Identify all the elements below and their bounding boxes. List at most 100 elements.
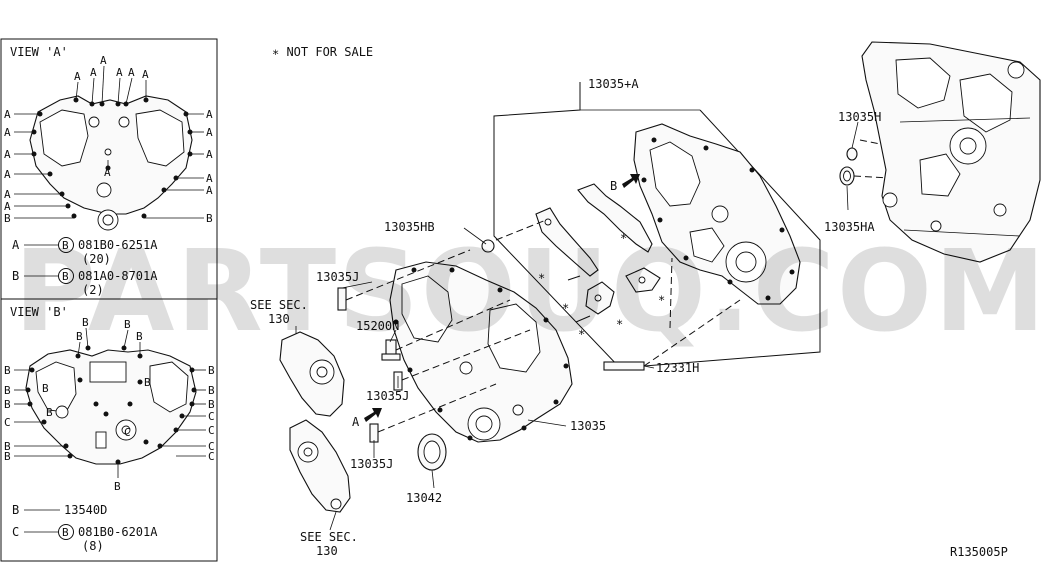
timing-chain-parts-drawing [279, 331, 351, 513]
arrow-a-label: A [352, 415, 360, 429]
view-inset-panel [0, 38, 218, 562]
callout-13035j: 13035J [316, 270, 359, 284]
bolt-circle-symbol: B [62, 270, 69, 283]
callout-labels: 13035H 13035HA 13035HB 13035J SEE SEC. 1… [250, 110, 881, 558]
callout-13035-a: 13035+A [588, 77, 639, 91]
view-a-leaders [14, 65, 204, 219]
view-a-cover-drawing [29, 95, 193, 231]
label-a: A [206, 108, 213, 121]
legend-part-number: 081A0-8701A [78, 269, 158, 283]
label-a: A [4, 108, 11, 121]
see-section-number: 130 [268, 312, 290, 326]
label-b: B [4, 450, 11, 463]
see-section-number: 130 [316, 544, 338, 558]
callout-13035j: 13035J [350, 457, 393, 471]
label-c: C [208, 450, 215, 463]
label-a: A [90, 66, 97, 79]
label-b: B [4, 212, 11, 225]
engine-seals-drawing [839, 147, 858, 186]
bolt-circle-symbol: B [62, 239, 69, 252]
label-a: A [206, 148, 213, 161]
view-b-title: VIEW 'B' [10, 305, 68, 319]
view-a-legend: A B 081B0-6251A (20) B B 081A0-8701A (2) [12, 237, 158, 297]
label-c: C [208, 410, 215, 423]
label-b: B [4, 384, 11, 397]
view-b-leaders [14, 327, 206, 478]
label-b: B [4, 364, 11, 377]
view-b-cover-drawing [25, 345, 197, 465]
view-b-labels: B B B C B B B B B C C C C B B B B B B B … [4, 316, 215, 493]
view-b-legend: B 13540D C B 081B0-6201A (8) [12, 503, 158, 553]
legend-part-number: 081B0-6201A [78, 525, 158, 539]
see-section-label: SEE SEC. [300, 530, 358, 544]
front-cover-drawing [389, 261, 573, 443]
label-b: B [124, 318, 131, 331]
label-b: B [144, 376, 151, 389]
view-b-arrow: B [610, 174, 640, 193]
label-a: A [4, 148, 11, 161]
label-b: B [76, 330, 83, 343]
stud-12331h [603, 361, 645, 371]
diagram-reference-code: R135005P [950, 545, 1008, 559]
dowel-pin-13035j-bottom [369, 423, 379, 443]
view-a-section: VIEW 'A' [4, 45, 213, 297]
legend-key: B [12, 503, 19, 517]
label-c: C [208, 440, 215, 453]
label-b: B [82, 316, 89, 329]
callout-13035: 13035 [570, 419, 606, 433]
label-a: A [4, 188, 11, 201]
label-c: C [4, 416, 11, 429]
arrow-b-label: B [610, 179, 617, 193]
not-for-sale-note: ∗ NOT FOR SALE [272, 45, 373, 59]
legend-quantity: (2) [82, 283, 104, 297]
star-marker: ∗ [562, 299, 569, 313]
view-a-title: VIEW 'A' [10, 45, 68, 59]
label-a: A [104, 166, 111, 179]
label-b: B [46, 406, 53, 419]
view-a-labels: A A A A A A A A A A A A A A A A A A B B [4, 54, 213, 225]
label-a: A [142, 68, 149, 81]
legend-quantity: (8) [82, 539, 104, 553]
callout-15200n: 15200N [356, 319, 399, 333]
label-b: B [4, 440, 11, 453]
label-b: B [206, 212, 213, 225]
label-a: A [128, 66, 135, 79]
star-marker: ∗ [616, 315, 623, 329]
upper-timing-cover-drawing [633, 123, 801, 305]
sub-assembly-frame [493, 82, 821, 369]
callout-13035h: 13035H [838, 110, 881, 124]
seal-13035h [846, 147, 858, 161]
callout-13042: 13042 [406, 491, 442, 505]
legend-quantity: (20) [82, 252, 111, 266]
legend-key: C [12, 525, 19, 539]
label-a: A [206, 172, 213, 185]
callout-13035j: 13035J [366, 389, 409, 403]
bolt-circle-symbol: B [62, 526, 69, 539]
legend-part-number: 13540D [64, 503, 107, 517]
label-b: B [114, 480, 121, 493]
star-marker: ∗ [620, 229, 627, 243]
label-a: A [100, 54, 107, 67]
gasket-parts-drawing [535, 183, 661, 323]
label-a: A [116, 66, 123, 79]
star-marker: ∗ [538, 269, 545, 283]
callout-13035hb: 13035HB [384, 220, 435, 234]
label-a: A [4, 200, 11, 213]
callout-12331h: 12331H [656, 361, 699, 375]
label-c: C [208, 424, 215, 437]
legend-part-number: 081B0-6251A [78, 238, 158, 252]
label-a: A [206, 126, 213, 139]
engine-block-drawing [861, 41, 1041, 263]
callout-leaders [295, 121, 859, 531]
label-b: B [208, 364, 215, 377]
view-b-section: VIEW 'B' [4, 305, 215, 553]
assembly-lines [345, 139, 891, 433]
not-for-sale-markers: ∗ ∗ ∗ ∗ ∗ ∗ [538, 229, 665, 339]
star-marker: ∗ [658, 291, 665, 305]
inset-border [0, 38, 218, 562]
label-b: B [208, 384, 215, 397]
label-b: B [208, 398, 215, 411]
view-a-arrow: A [352, 408, 382, 429]
